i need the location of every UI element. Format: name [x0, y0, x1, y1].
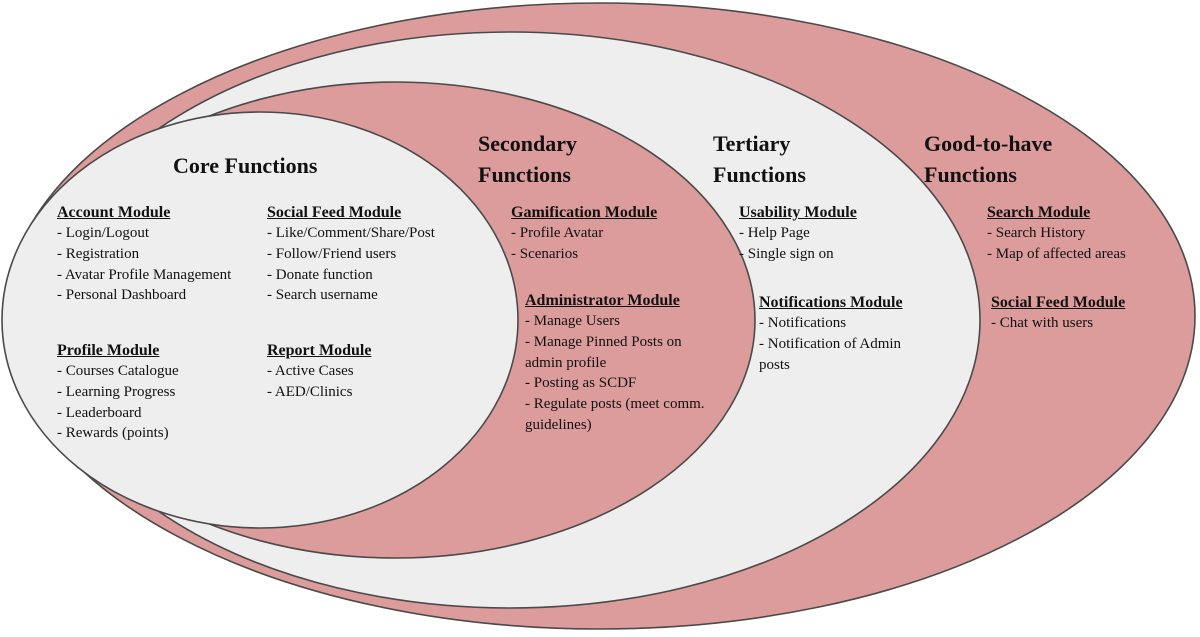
list-item: - Search username — [267, 287, 378, 304]
list-item: - Avatar Profile Management — [57, 266, 232, 283]
gamification-module: Gamification Module - Profile Avatar - S… — [511, 202, 701, 265]
search-module-title: Search Module — [987, 204, 1091, 221]
report-module: Report Module - Active Cases - AED/Clini… — [267, 340, 437, 403]
list-item: - Single sign on — [739, 245, 834, 262]
core-ring — [1, 111, 519, 529]
core-social-feed-module-title: Social Feed Module — [267, 204, 402, 221]
usability-module: Usability Module - Help Page - Single si… — [739, 202, 909, 265]
notifications-module-title: Notifications Module — [759, 294, 903, 311]
core-functions-title: Core Functions — [173, 153, 318, 178]
good-social-feed-module-title: Social Feed Module — [991, 294, 1126, 311]
tertiary-functions-title: Tertiary Functions — [713, 131, 806, 187]
usability-module-title: Usability Module — [739, 204, 857, 221]
list-item: - Manage Users — [525, 313, 620, 329]
good-to-have-functions-title: Good-to-have Functions — [924, 131, 1053, 187]
report-module-title: Report Module — [267, 342, 372, 359]
core-social-feed-module: Social Feed Module - Like/Comment/Share/… — [267, 202, 477, 306]
list-item: - Leaderboard — [57, 404, 142, 421]
list-item: - Personal Dashboard — [57, 287, 187, 304]
secondary-functions-title: Secondary Functions — [478, 131, 577, 187]
account-module: Account Module - Login/Logout - Registra… — [57, 202, 237, 306]
list-item: - Help Page — [739, 225, 810, 241]
list-item: - Active Cases — [267, 363, 354, 379]
list-item: - Notification of Admin posts — [759, 335, 902, 373]
list-item: - Chat with users — [991, 315, 1094, 331]
list-item: - Donate function — [267, 266, 373, 283]
list-item: - Scenarios — [511, 245, 579, 262]
account-module-title: Account Module — [57, 204, 171, 221]
profile-module: Profile Module - Courses Catalogue - Lea… — [57, 340, 247, 444]
list-item: - Posting as SCDF — [525, 375, 637, 392]
list-item: - Manage Pinned Posts on admin profile — [525, 333, 682, 371]
administrator-module-title: Administrator Module — [525, 292, 680, 309]
notifications-module: Notifications Module - Notifications - N… — [759, 292, 929, 375]
list-item: - Notifications — [759, 315, 847, 331]
profile-module-title: Profile Module — [57, 342, 160, 359]
list-item: - Login/Logout — [57, 225, 150, 241]
list-item: - Profile Avatar — [511, 225, 604, 241]
gamification-module-title: Gamification Module — [511, 204, 658, 221]
list-item: - Registration — [57, 245, 140, 262]
good-social-feed-module: Social Feed Module - Chat with users — [991, 292, 1171, 334]
administrator-module: Administrator Module - Manage Users - Ma… — [525, 290, 710, 436]
list-item: - Courses Catalogue — [57, 363, 179, 379]
list-item: - Search History — [987, 225, 1086, 241]
list-item: - Follow/Friend users — [267, 245, 397, 262]
list-item: - Learning Progress — [57, 383, 176, 400]
list-item: - Rewards (points) — [57, 425, 169, 442]
list-item: - AED/Clinics — [267, 383, 353, 400]
list-item: - Like/Comment/Share/Post — [267, 225, 435, 241]
search-module: Search Module - Search History - Map of … — [987, 202, 1167, 265]
list-item: - Regulate posts (meet comm. guidelines) — [525, 396, 705, 433]
list-item: - Map of affected areas — [987, 245, 1126, 262]
